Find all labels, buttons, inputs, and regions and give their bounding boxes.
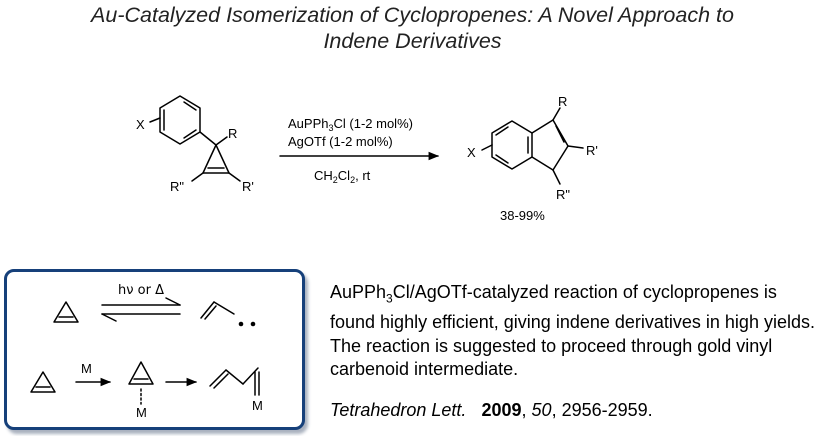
reactant-structure [149,95,241,182]
mech-cyclopropene-2 [30,371,56,393]
reference-citation: Tetrahedron Lett. 2009, 50, 2956-2959. [330,400,653,420]
reactant-r-label: R [228,126,237,141]
reference-pages: , 2956-2959. [551,400,653,420]
title-line-2: Indene Derivatives [323,29,502,53]
product-r-label: R [558,94,567,109]
mech-equilibrium-label: hν or Δ [118,283,164,298]
product-r2-label: R' [586,143,598,158]
mech-gold-carbenoid [209,367,260,396]
reactant-r3-label: R" [170,179,184,194]
product-x-label: X [467,145,476,160]
mech-metal-label-2: M [136,405,147,420]
condition-solvent: CH2Cl2, rt [314,168,371,185]
reference-volume: 50 [531,400,552,420]
title-line-1: Au-Catalyzed Isomerization of Cycloprope… [91,3,734,27]
reference-year: 2009 [481,400,522,420]
mech-vinyl-carbene [200,301,235,320]
product-structure [481,107,584,185]
mech-metal-label-1: M [81,361,92,376]
reactant-x-label: X [136,117,145,132]
description-text: AuPPh3Cl/AgOTf-catalyzed reaction of cyc… [330,282,815,380]
mech-equilibrium-arrows [101,297,181,322]
carbene-electron-1 [238,321,244,327]
mechanism-box [4,269,305,430]
reactant-r2-label: R' [242,179,254,194]
mech-metal-label-3: M [252,398,263,413]
condition-catalyst-2: AgOTf (1-2 mol%) [288,134,393,149]
mech-metal-complex [128,361,154,405]
mech-cyclopropene-1 [53,301,79,323]
carbene-electron-2 [250,321,256,327]
condition-catalyst-1: AuPPh3Cl (1-2 mol%) [288,116,413,133]
page-title: Au-Catalyzed Isomerization of Cycloprope… [0,2,825,54]
product-r3-label: R" [556,187,570,202]
reference-journal: Tetrahedron Lett. [330,400,467,420]
product-yield: 38-99% [500,208,545,223]
